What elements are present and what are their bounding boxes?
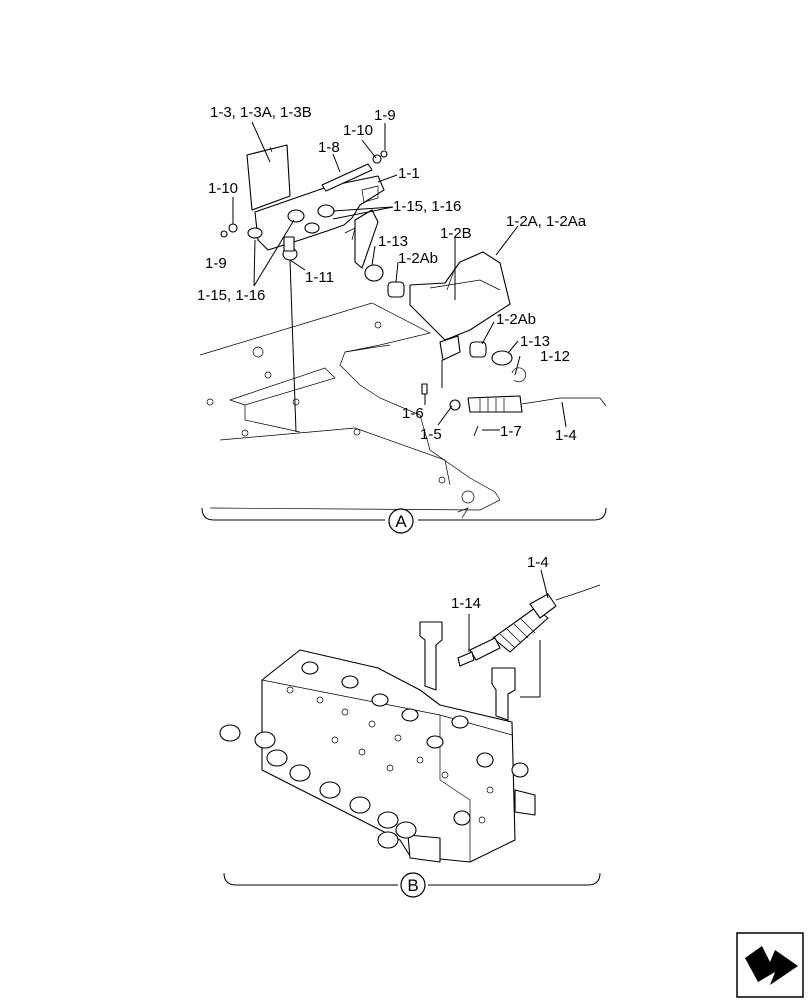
view-a-illustration [199,121,607,521]
callout-1-7: 1-7 [500,423,522,440]
callout-1-13-bottom: 1-13 [520,333,550,350]
callout-1-2Ab-bottom: 1-2Ab [496,311,536,328]
callout-1-11: 1-11 [305,269,334,286]
callout-1-4-b: 1-4 [527,554,549,571]
callout-1-15-left: 1-15, 1-16 [197,287,265,304]
callout-1-2Ab-top: 1-2Ab [398,250,438,267]
callout-1-2B: 1-2B [440,225,472,242]
view-b-marker: B [400,872,426,898]
callout-1-9-top: 1-9 [374,107,396,124]
callout-1-14: 1-14 [451,595,481,612]
view-a-letter: A [395,512,407,531]
callout-1-13-top: 1-13 [378,233,408,250]
callout-1-3: 1-3, 1-3A, 1-3B [210,104,312,121]
view-b-illustration [219,569,601,886]
callout-1-10-left: 1-10 [208,180,238,197]
callout-1-4-a: 1-4 [555,427,577,444]
callout-1-6: 1-6 [402,405,424,422]
view-b-letter: B [407,876,418,895]
valve-ports [219,661,529,849]
callout-1-10-top: 1-10 [343,122,373,139]
view-a-marker: A [388,508,414,534]
callout-1-12: 1-12 [540,348,570,365]
callout-1-8: 1-8 [318,139,340,156]
callout-1-5: 1-5 [420,426,442,443]
callout-1-15-top: 1-15, 1-16 [393,198,461,215]
callout-1-1: 1-1 [398,165,420,182]
next-page-arrow-icon[interactable] [736,932,804,998]
callout-1-9-left: 1-9 [205,255,227,272]
callout-1-2A: 1-2A, 1-2Aa [506,213,587,230]
